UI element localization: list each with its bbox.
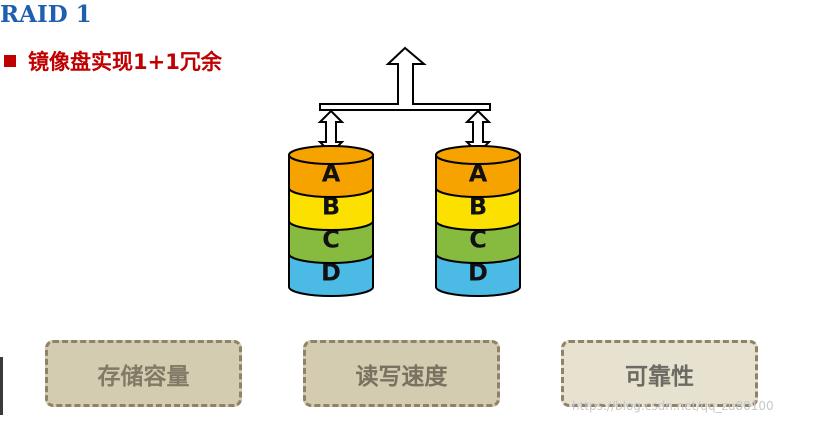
disk-block-b: B <box>288 187 374 231</box>
slide-title: RAID 1 <box>0 1 92 28</box>
disk-block-label: D <box>468 259 488 287</box>
read-write-speed-label: 读写速度 <box>355 363 448 390</box>
disk-block-label: A <box>469 160 488 188</box>
disk-block-b: B <box>435 187 521 231</box>
disk-block-a: A <box>288 154 374 198</box>
disk-block-d: D <box>288 253 374 297</box>
disk-top-cap <box>435 145 521 165</box>
disk-block-label: B <box>469 193 487 221</box>
edge-mark <box>0 357 3 415</box>
bullet-text: 镜像盘实现1+1冗余 <box>28 50 222 74</box>
disk-block-c: C <box>435 220 521 264</box>
disk-block-label: C <box>322 226 340 254</box>
disk-block-d: D <box>435 253 521 297</box>
bullet-point: 镜像盘实现1+1冗余 <box>4 46 222 76</box>
read-write-speed-box: 读写速度 <box>303 340 500 407</box>
disk-block-label: D <box>321 259 341 287</box>
reliability-label: 可靠性 <box>625 363 694 390</box>
bullet-square-icon <box>4 55 16 67</box>
disk-block-label: C <box>469 226 487 254</box>
disk-block-label: A <box>322 160 341 188</box>
storage-capacity-box: 存储容量 <box>45 340 242 407</box>
watermark: https://blog.csdn.net/qq_zu80100 <box>572 399 774 413</box>
storage-capacity-label: 存储容量 <box>97 363 190 390</box>
reliability-box: 可靠性 <box>561 340 758 407</box>
bus-and-output-arrow <box>319 46 491 111</box>
disk-block-c: C <box>288 220 374 264</box>
disk-top-cap <box>288 145 374 165</box>
disk-block-label: B <box>322 193 340 221</box>
disk-block-a: A <box>435 154 521 198</box>
